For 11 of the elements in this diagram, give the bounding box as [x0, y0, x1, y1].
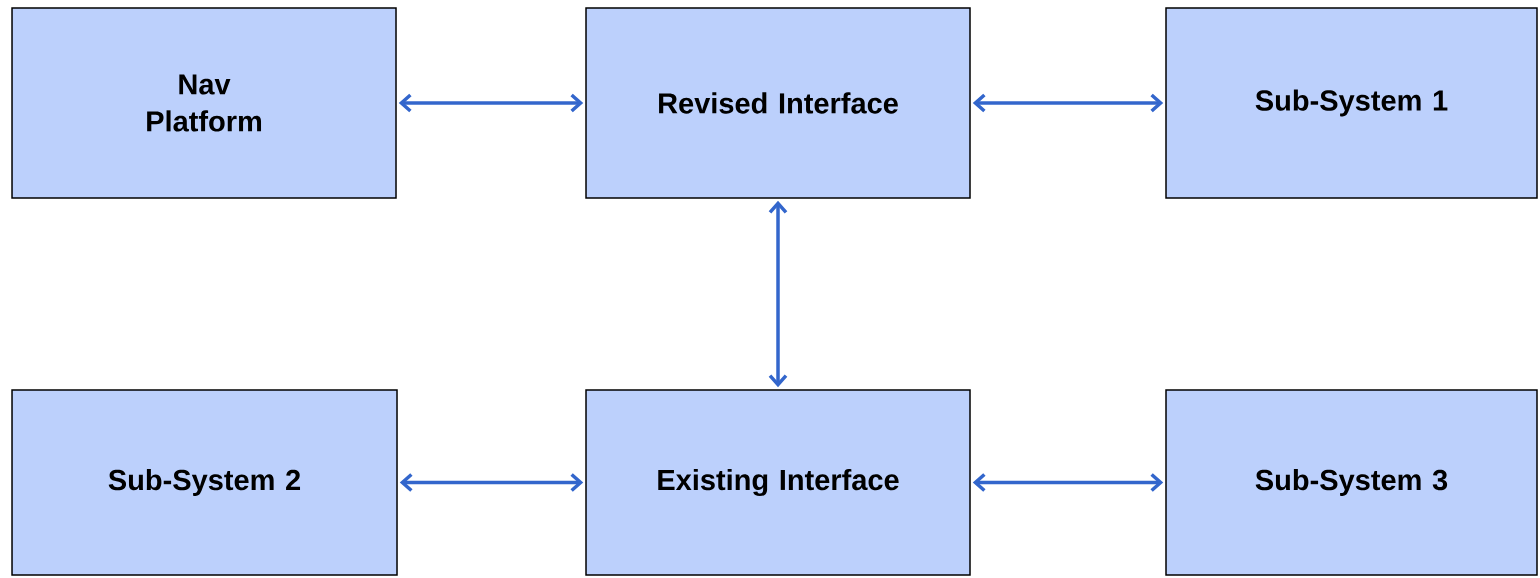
process-box: Existing Interface: [585, 389, 971, 576]
arrow: [972, 93, 1164, 113]
arrow: [399, 473, 584, 492]
process-box: Sub-System 1: [1165, 7, 1538, 199]
process-box: Sub-System 3: [1165, 389, 1538, 576]
arrow: [768, 200, 788, 388]
arrow: [398, 93, 584, 113]
process-box: Sub-System 2: [11, 389, 398, 576]
process-box: Nav Platform: [11, 7, 397, 199]
arrow: [972, 473, 1164, 492]
process-box: Revised Interface: [585, 7, 971, 199]
